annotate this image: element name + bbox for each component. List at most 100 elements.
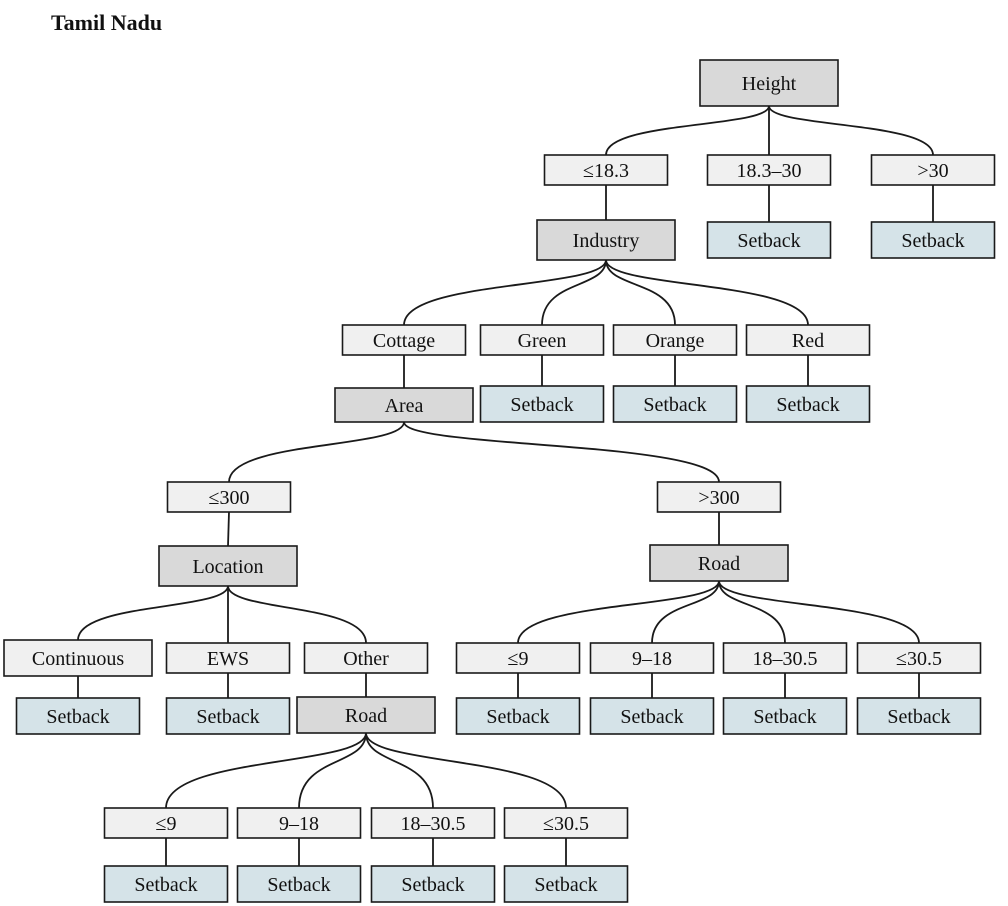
edge-location-to-continuous	[77, 585, 229, 641]
value-node-9-18: 9–18	[236, 807, 362, 839]
value-node-green-label: Green	[518, 330, 567, 352]
edge-location-to-other	[227, 585, 367, 644]
attribute-node-height: Height	[699, 59, 839, 107]
leaf-node-setback-box	[722, 697, 848, 735]
value-node-cottage-label: Cottage	[373, 330, 435, 352]
edge-road-to-le30-5	[718, 580, 920, 644]
leaf-node-setback: Setback	[856, 697, 982, 735]
value-node-continuous: Continuous	[3, 639, 153, 677]
leaf-node-setback-label: Setback	[887, 706, 950, 728]
leaf-node-setback-label: Setback	[196, 706, 259, 728]
edge-road-to-le9	[517, 580, 720, 644]
value-node-18-30-5: 18–30.5	[370, 807, 496, 839]
attribute-node-area-box	[334, 387, 474, 423]
value-node-le30-5: ≤30.5	[503, 807, 629, 839]
leaf-node-setback: Setback	[870, 221, 996, 259]
value-node-18-30-5-label: 18–30.5	[401, 813, 466, 835]
edge-road-to-9-18	[651, 580, 720, 644]
tree-nodes: Height≤18.3IndustryCottageArea≤300Locati…	[3, 59, 996, 903]
edge-industry-to-cottage	[403, 259, 607, 326]
value-node-cottage-box	[341, 324, 467, 356]
value-node-18-3-30-box	[706, 154, 832, 186]
edge-road-to-18-30-5	[365, 732, 434, 809]
value-node-other: Other	[303, 642, 429, 674]
value-node-9-18: 9–18	[589, 642, 715, 674]
value-node-le9: ≤9	[103, 807, 229, 839]
value-node-le30-5: ≤30.5	[856, 642, 982, 674]
leaf-node-setback-label: Setback	[46, 706, 109, 728]
attribute-node-industry-label: Industry	[573, 230, 640, 252]
leaf-node-setback: Setback	[103, 865, 229, 903]
value-node-le300-label: ≤300	[209, 487, 250, 509]
value-node-orange-label: Orange	[646, 330, 705, 352]
leaf-node-setback-box	[745, 385, 871, 423]
leaf-node-setback-label: Setback	[134, 874, 197, 896]
value-node-gt30-box	[870, 154, 996, 186]
leaf-node-setback-label: Setback	[737, 230, 800, 252]
leaf-node-setback-label: Setback	[620, 706, 683, 728]
leaf-node-setback-box	[856, 697, 982, 735]
value-node-9-18-box	[589, 642, 715, 674]
value-node-le18-3-label: ≤18.3	[583, 160, 629, 182]
edge-le300-to-location	[227, 511, 230, 547]
value-node-continuous-label: Continuous	[32, 648, 124, 670]
value-node-le9-label: ≤9	[156, 813, 177, 835]
edge-road-to-le9	[165, 732, 367, 809]
value-node-18-30-5: 18–30.5	[722, 642, 848, 674]
value-node-9-18-box	[236, 807, 362, 839]
value-node-cottage: Cottage	[341, 324, 467, 356]
value-node-red-label: Red	[792, 330, 824, 352]
leaf-node-setback: Setback	[455, 697, 581, 735]
edge-height-to-gt30	[768, 105, 934, 156]
attribute-node-road: Road	[649, 544, 789, 582]
value-node-le30-5-label: ≤30.5	[543, 813, 589, 835]
leaf-node-setback: Setback	[503, 865, 629, 903]
leaf-node-setback-box	[612, 385, 738, 423]
leaf-node-setback: Setback	[745, 385, 871, 423]
value-node-other-box	[303, 642, 429, 674]
attribute-node-road: Road	[296, 696, 436, 734]
leaf-node-setback: Setback	[370, 865, 496, 903]
leaf-node-setback-box	[165, 697, 291, 735]
value-node-orange: Orange	[612, 324, 738, 356]
value-node-le9: ≤9	[455, 642, 581, 674]
leaf-node-setback: Setback	[479, 385, 605, 423]
leaf-node-setback-label: Setback	[401, 874, 464, 896]
value-node-gt30: >30	[870, 154, 996, 186]
value-node-18-30-5-label: 18–30.5	[753, 648, 818, 670]
value-node-ews-label: EWS	[207, 648, 249, 670]
leaf-node-setback-label: Setback	[643, 394, 706, 416]
leaf-node-setback-box	[706, 221, 832, 259]
value-node-red: Red	[745, 324, 871, 356]
leaf-node-setback-box	[103, 865, 229, 903]
value-node-gt300-label: >300	[698, 487, 739, 509]
value-node-gt30-label: >30	[917, 160, 948, 182]
attribute-node-industry-box	[536, 219, 676, 261]
attribute-node-location-box	[158, 545, 298, 587]
leaf-node-setback: Setback	[15, 697, 141, 735]
edge-road-to-18-30-5	[718, 580, 786, 644]
attribute-node-road-box	[296, 696, 436, 734]
leaf-node-setback-box	[503, 865, 629, 903]
attribute-node-road-label: Road	[345, 705, 387, 727]
leaf-node-setback-box	[870, 221, 996, 259]
value-node-le18-3: ≤18.3	[543, 154, 669, 186]
edge-industry-to-red	[605, 259, 809, 326]
edge-road-to-le30-5	[365, 732, 567, 809]
value-node-gt300: >300	[656, 481, 782, 513]
leaf-node-setback-label: Setback	[486, 706, 549, 728]
leaf-node-setback-label: Setback	[901, 230, 964, 252]
leaf-node-setback-label: Setback	[753, 706, 816, 728]
value-node-9-18-label: 9–18	[632, 648, 672, 670]
value-node-gt300-box	[656, 481, 782, 513]
leaf-node-setback-box	[236, 865, 362, 903]
leaf-node-setback: Setback	[236, 865, 362, 903]
value-node-ews: EWS	[165, 642, 291, 674]
attribute-node-height-box	[699, 59, 839, 107]
value-node-le300-box	[166, 481, 292, 513]
edge-industry-to-green	[541, 259, 607, 326]
leaf-node-setback-box	[479, 385, 605, 423]
tree-edges	[77, 105, 934, 866]
leaf-node-setback-label: Setback	[510, 394, 573, 416]
